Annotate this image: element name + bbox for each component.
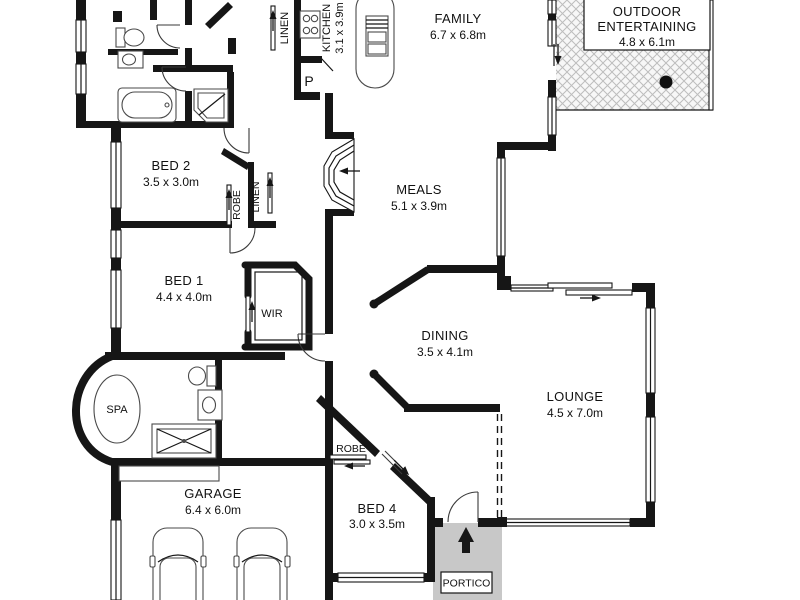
portico-label: PORTICO <box>443 578 491 590</box>
island-sink-icon <box>365 15 389 57</box>
bathtub-icon <box>117 87 177 123</box>
meals-name: MEALS <box>396 182 442 197</box>
kitchen-dims: 3.1 x 3.9m <box>334 2 346 53</box>
door-swing-icon <box>229 227 256 254</box>
robe-bed2-label: ROBE <box>231 190 243 220</box>
meals-dims: 5.1 x 3.9m <box>391 199 447 213</box>
garage-dims: 6.4 x 6.0m <box>185 503 241 517</box>
spa-label: SPA <box>106 404 128 416</box>
outdoor-name-2: ENTERTAINING <box>597 19 696 34</box>
entry-door-swing-icon <box>447 491 479 523</box>
wall-end-post <box>369 369 379 379</box>
kitchen-name: KITCHEN <box>321 4 333 52</box>
robe-bed4-label: ROBE <box>336 443 366 455</box>
wir-shelving <box>254 271 303 341</box>
open-edge-dashed-lines <box>496 414 503 518</box>
wir-walls <box>241 261 313 351</box>
outdoor-dims: 4.8 x 6.1m <box>619 35 675 49</box>
family-name: FAMILY <box>434 11 481 26</box>
sliding-doors <box>224 5 633 471</box>
wall-end-post <box>369 299 379 309</box>
garage-bench <box>118 465 220 482</box>
outdoor-name-1: OUTDOOR <box>613 4 682 19</box>
lounge-name: LOUNGE <box>547 389 604 404</box>
door-swing-icon <box>161 66 187 92</box>
spa-bay-wall <box>72 352 114 466</box>
toilet-icon <box>187 365 217 387</box>
garage-name: GARAGE <box>184 486 241 501</box>
door-swing-icon <box>297 333 326 362</box>
shower-icon <box>151 423 217 459</box>
lounge-dims: 4.5 x 7.0m <box>547 406 603 420</box>
kitchen-island <box>355 0 395 89</box>
toilet-icon <box>115 27 145 48</box>
basin-icon <box>197 389 223 421</box>
bay-window <box>323 138 361 213</box>
bed1-name: BED 1 <box>164 273 203 288</box>
dining-name: DINING <box>421 328 468 343</box>
spa-bath-icon <box>93 374 141 444</box>
bed2-name: BED 2 <box>151 158 190 173</box>
bed4-name: BED 4 <box>357 501 396 516</box>
cooktop-icon <box>299 10 321 39</box>
bed4-dims: 3.0 x 3.5m <box>349 517 405 531</box>
bed2-dims: 3.5 x 3.0m <box>143 175 199 189</box>
door-swing-icon <box>223 127 250 154</box>
outdoor-label-box <box>583 0 711 51</box>
shower-icon <box>193 88 229 123</box>
entry-arrow-icon <box>458 527 474 553</box>
linen-bed2-label: LINEN <box>250 182 262 213</box>
family-dims: 6.7 x 6.8m <box>430 28 486 42</box>
portico-area: PORTICO <box>433 523 502 600</box>
door-swing-icon <box>156 24 181 49</box>
column-post-icon <box>659 75 673 89</box>
bed1-dims: 4.4 x 4.0m <box>156 290 212 304</box>
dining-dims: 3.5 x 4.1m <box>417 345 473 359</box>
basin-icon <box>117 50 144 69</box>
wir-label: WIR <box>261 308 282 320</box>
linen-hall-label: LINEN <box>279 12 291 44</box>
pantry-label: P <box>304 73 313 89</box>
outdoor-entertaining-area: OUTDOOR ENTERTAINING 4.8 x 6.1m <box>556 0 714 111</box>
door-swings <box>156 24 479 523</box>
room-labels: FAMILY 6.7 x 6.8m KITCHEN 3.1 x 3.9m LIN… <box>106 2 603 531</box>
portico-label-box <box>440 571 493 594</box>
fixtures <box>93 0 395 600</box>
